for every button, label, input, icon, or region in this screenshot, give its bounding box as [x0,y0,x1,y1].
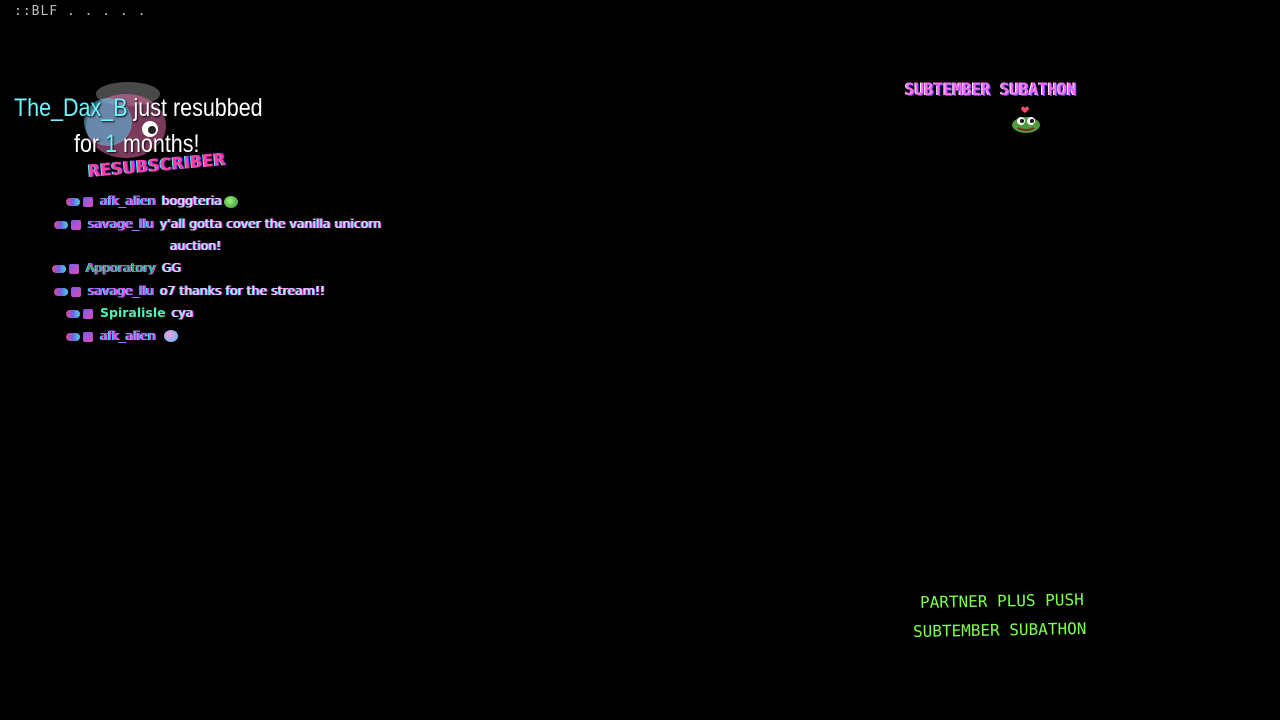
eye-badge-icon [54,287,68,296]
subscriber-badge-icon [71,219,81,230]
chat-text: y'all gotta cover the vanilla unicorn [159,215,382,231]
eye-badge-icon [66,198,80,206]
alert-line2-prefix: for [74,130,106,158]
pepe-emote-icon [224,195,239,208]
subscriber-badge-icon [71,286,81,297]
alert-line1-text: just resubbed [127,94,263,122]
partner-plus-panel: PARTNER PLUS PUSH SUBTEMBER SUBATHON [912,588,1087,646]
eye-badge-icon [66,332,80,341]
subscriber-badge-icon [69,264,79,274]
subtember-title: SUBTEMBER SUBATHON [905,80,1077,100]
eye-badge-icon [54,220,68,229]
chat-text: cya [171,305,194,320]
corner-label: ::BLF . . . . . [14,4,147,19]
chat-message-continuation: auction! [50,235,430,257]
chat-badges [66,303,96,325]
alert-line-2: for 1 months! [74,130,199,159]
chat-text: boggteria [161,193,223,208]
chat-badges [52,258,82,280]
chat-username: Apporatory [86,260,156,275]
chat-username: savage_llu [88,215,154,231]
chat-username: afk_alien [100,327,156,343]
chat-overlay: afk_alien boggteria savage_llu y'all gotta… [50,190,430,347]
alert-username: The_Dax_B [14,94,128,122]
chat-message: afk_alien boggteria [50,190,430,213]
eye-badge-icon [66,310,80,318]
chat-badges [66,191,96,213]
chat-username: savage_llu [88,282,154,298]
chat-message: savage_llu y'all gotta cover the vanilla … [50,213,430,236]
pony-mascot-icon [84,82,166,158]
chat-message: Spiralisle cya [50,302,430,325]
chat-message: savage_llu o7 thanks for the stream!! [50,280,430,303]
chat-username: afk_alien [100,193,156,208]
chat-text: auction! [170,238,222,253]
alien-emote-icon [163,330,178,342]
chat-badges [54,280,84,302]
chat-badges [66,325,96,347]
pepe-heart-icon [1012,106,1040,133]
chat-message: Apporatory GG [50,257,430,280]
resub-alert: The_Dax_B just resubbed for 1 months! RE… [0,70,280,190]
subscriber-badge-icon [83,309,93,319]
subscriber-badge-icon [83,331,93,342]
alert-months: 1 [105,130,118,158]
chat-text: o7 thanks for the stream!! [159,282,326,298]
alert-line-1: The_Dax_B just resubbed [14,94,263,123]
chat-badges [54,213,84,235]
chat-message: afk_alien [50,325,430,348]
alert-line2-suffix: months! [117,130,200,158]
chat-username: Spiralisle [100,305,166,320]
subathon-label: SUBTEMBER SUBATHON [912,618,1087,641]
partner-plus-label: PARTNER PLUS PUSH [919,590,1084,612]
chat-text: GG [161,260,182,275]
subscriber-badge-icon [83,197,93,207]
eye-badge-icon [52,265,66,273]
